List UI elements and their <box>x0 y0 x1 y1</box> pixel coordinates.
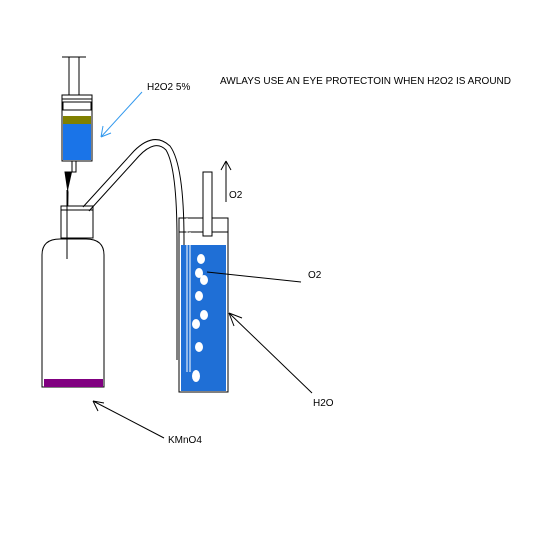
kmno4-label: KMnO4 <box>168 435 202 446</box>
o2-bubble <box>200 275 208 285</box>
collection-cylinder <box>178 171 229 393</box>
o2-bubble <box>195 291 203 301</box>
o2-bubble-pointer <box>206 271 302 283</box>
o2-bubble <box>197 254 205 264</box>
safety-warning: AWLAYS USE AN EYE PROTECTOIN WHEN H2O2 I… <box>220 76 511 87</box>
o2-bubble <box>200 310 208 320</box>
syringe-plunger-tip <box>62 101 92 111</box>
o2-bubble <box>192 319 200 329</box>
o2-bubble <box>195 342 203 352</box>
bottle-body <box>41 238 105 388</box>
syringe <box>61 56 93 260</box>
o2-up-arrow <box>220 160 232 202</box>
h2o-pointer-arrow <box>228 312 313 394</box>
o2-outlet-label: O2 <box>229 190 243 201</box>
kmno4-pointer-arrow <box>92 400 165 439</box>
h2o2-label: H2O2 5% <box>147 82 191 93</box>
syringe-olive-layer <box>63 116 91 124</box>
syringe-needle-hub <box>65 172 72 190</box>
reaction-bottle <box>41 190 105 388</box>
tube-inner <box>88 145 178 360</box>
o2-bubbles-label: O2 <box>308 270 322 281</box>
water-label: H2O <box>313 398 334 409</box>
h2o2-pointer-arrow <box>100 91 143 138</box>
syringe-flange <box>61 94 93 100</box>
o2-bubble <box>195 268 203 278</box>
delivery-tube <box>82 139 185 360</box>
o2-bubble <box>192 370 200 382</box>
kmno4-layer <box>44 379 103 387</box>
h2o2-liquid <box>63 124 91 160</box>
pointers <box>92 91 313 439</box>
tube-outer <box>82 139 185 360</box>
outlet-tube <box>202 171 213 237</box>
bottle-neck <box>60 205 94 239</box>
